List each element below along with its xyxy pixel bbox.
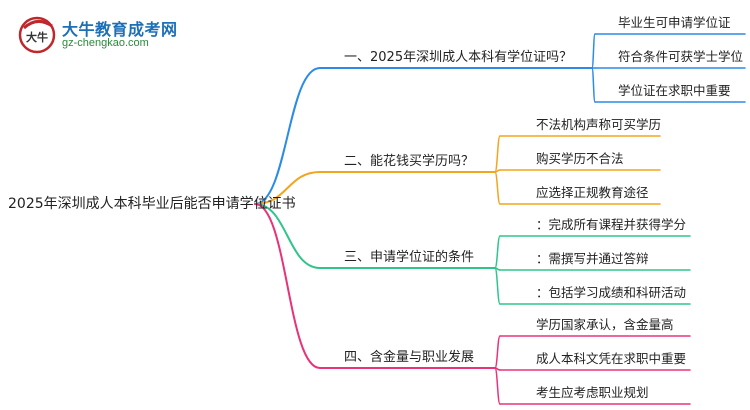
branch-2-label: 二、能花钱买学历吗？ xyxy=(344,154,475,169)
leaf-3-3-curve xyxy=(494,267,501,305)
leaf-1-3: 学位证在求职中重要 xyxy=(618,83,731,98)
leaf-1-1: 毕业生可申请学位证 xyxy=(618,15,731,30)
leaf-3-2: ：需撰写并通过答辩 xyxy=(536,251,649,266)
logo: 大牛 大牛教育成考网 gz-chengkao.com xyxy=(16,14,196,54)
leaf-4-2: 成人本科文凭在求职中重要 xyxy=(536,351,687,366)
branch-3-curve xyxy=(254,203,321,269)
branch-4-label: 四、含金量与职业发展 xyxy=(344,350,475,365)
leaf-3-1: ：完成所有课程并获得学分 xyxy=(536,217,687,232)
leaf-2-2: 购买学历不合法 xyxy=(536,151,624,166)
leaf-4-1: 学历国家承认，含金量高 xyxy=(536,317,674,332)
leaf-2-3-curve xyxy=(494,171,501,205)
root-node: 2025年深圳成人本科毕业后能否申请学位证书 xyxy=(8,196,296,212)
logo-mark-text: 大牛 xyxy=(26,30,48,44)
leaf-3-1-curve xyxy=(494,235,501,269)
leaf-2-3: 应选择正规教育途径 xyxy=(536,185,649,200)
leaf-4-1-curve xyxy=(494,335,501,369)
branch-1-label: 一、2025年深圳成人本科有学位证吗？ xyxy=(344,50,573,65)
leaf-2-1: 不法机构声称可买学历 xyxy=(536,117,662,132)
leaf-1-2: 符合条件可获学士学位 xyxy=(618,49,744,64)
branch-3-label: 三、申请学位证的条件 xyxy=(344,250,475,265)
bull-logo-icon: 大牛 xyxy=(18,16,56,54)
site-name: 大牛教育成考网 xyxy=(62,20,178,39)
site-url: gz-chengkao.com xyxy=(62,37,149,49)
leaf-1-1-curve xyxy=(591,33,596,69)
leaf-4-3: 考生应考虑职业规划 xyxy=(536,385,649,400)
branch-4-curve xyxy=(254,203,321,369)
leaf-2-1-curve xyxy=(494,135,501,173)
leaf-3-3: ：包括学习成绩和科研活动 xyxy=(536,285,687,300)
leaf-4-3-curve xyxy=(494,367,501,405)
leaf-1-3-curve xyxy=(591,67,596,103)
branch-2-curve xyxy=(254,171,321,205)
branch-1-curve xyxy=(254,67,321,205)
